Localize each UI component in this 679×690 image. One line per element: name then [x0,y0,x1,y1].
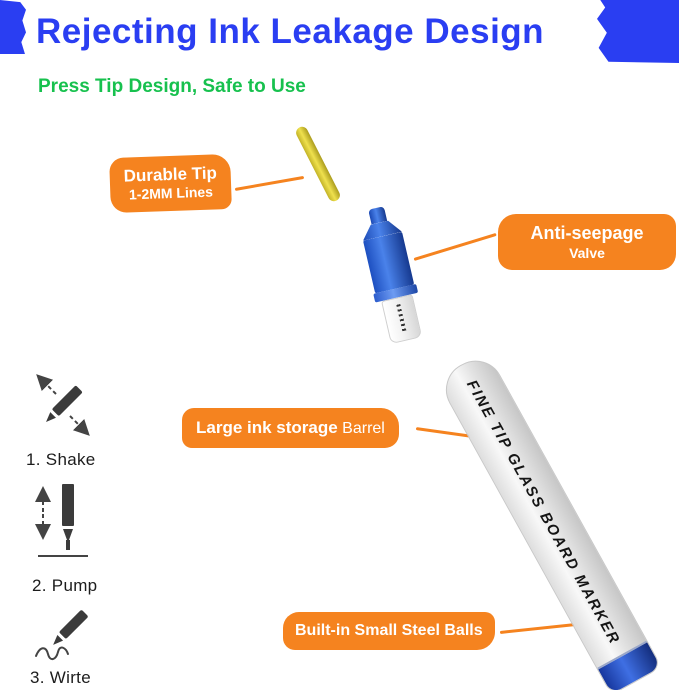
step-pump-label: 2. Pump [32,576,98,595]
seal-markings [396,304,407,333]
brush-stroke-right-icon [597,0,679,63]
pump-icon [35,484,88,557]
callout-ink-storage-title: Large ink storage [196,418,338,437]
step-shake-label: 1. Shake [26,450,96,469]
callout-durable-tip-subtitle: 1-2MM Lines [128,183,214,203]
marker-nib-assembly [353,203,431,350]
barrel-end-cap [597,640,661,690]
nib-body [363,231,415,294]
callout-ink-storage: Large ink storage Barrel [182,408,399,448]
connector-line-durable-tip [234,175,305,191]
step-write-label: 3. Wirte [30,668,91,687]
callout-durable-tip: Durable Tip 1-2MM Lines [109,153,233,213]
connector-line-steel-balls [499,622,580,634]
step-pump: 2. Pump [32,478,97,596]
step-shake: 1. Shake [26,366,98,470]
page-title: Rejecting Ink Leakage Design [36,12,545,51]
shake-icon [36,374,90,436]
callout-anti-seepage: Anti-seepage Valve [498,214,676,270]
connector-line-anti-seepage [413,232,497,261]
callout-steel-balls: Built-in Small Steel Balls [283,612,495,650]
step-write: 3. Wirte [30,604,102,688]
anti-seepage-valve-plug [381,294,423,345]
brush-stroke-left-icon [0,0,26,54]
callout-ink-storage-suffix: Barrel [342,420,385,437]
write-icon [35,610,88,660]
callout-steel-balls-title: Built-in Small Steel Balls [295,622,483,639]
barrel-label: FINE TIP GLASS BOARD MARKER [463,377,624,648]
marker-felt-tip [294,124,342,204]
page-subtitle: Press Tip Design, Safe to Use [38,76,306,97]
callout-anti-seepage-title: Anti-seepage [530,223,644,243]
callout-anti-seepage-subtitle: Valve [569,244,605,261]
